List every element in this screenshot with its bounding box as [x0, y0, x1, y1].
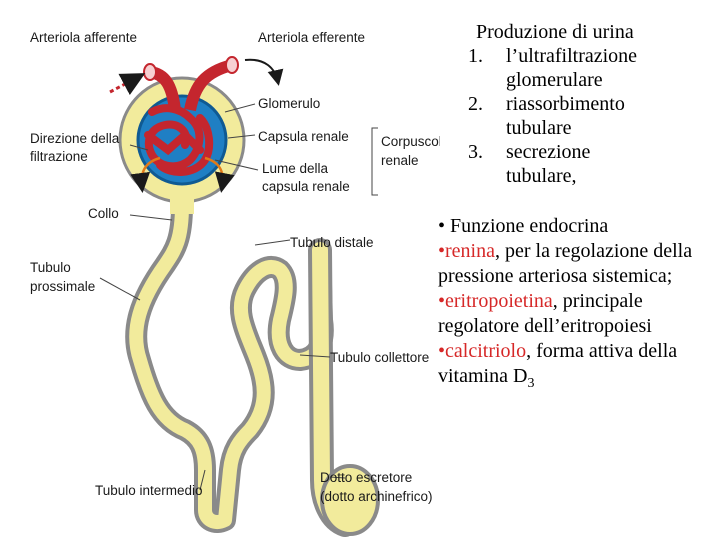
step-item: 3. secrezione tubulare,: [438, 140, 718, 188]
label-direzione-1: Direzione della: [30, 131, 120, 146]
text-panel: Produzione di urina 1. l’ultrafiltrazion…: [438, 20, 718, 391]
glomerulus-capillaries: [144, 104, 214, 176]
nephron-tubule: [125, 194, 380, 537]
step-text-line2: tubulare: [506, 117, 572, 139]
step-item: 2. riassorbimento tubulare: [438, 92, 718, 140]
step-item: 1. l’ultrafiltrazione glomerulare: [438, 44, 718, 92]
label-lume-1: Lume della: [262, 161, 329, 176]
endocrine-heading: • Funzione endocrina: [438, 215, 609, 237]
filtration-arrows: [130, 156, 235, 193]
step-text-line1: secrezione: [506, 141, 591, 163]
label-collo: Collo: [88, 206, 119, 221]
label-arteriola-afferente: Arteriola afferente: [30, 30, 137, 45]
step-number: 1.: [468, 45, 483, 67]
hormone-description: , per la regolazione della pressione art…: [438, 240, 693, 287]
label-lume-2: capsula renale: [262, 179, 350, 194]
step-text-line1: l’ultrafiltrazione: [506, 45, 638, 67]
diagram-labels: Arteriola afferente Arteriola efferente …: [30, 30, 440, 504]
label-tubulo-prossimale-2: prossimale: [30, 279, 95, 294]
hormone-name: eritropoietina: [445, 290, 553, 312]
label-dotto-2: (dotto archinefrico): [320, 489, 433, 504]
hormone-description: , forma attiva della vitamina D: [438, 340, 678, 387]
endocrine-section: • Funzione endocrina •renina, per la reg…: [438, 214, 718, 391]
nephron-diagram: Arteriola afferente Arteriola efferente …: [30, 30, 440, 537]
label-glomerulo: Glomerulo: [258, 96, 320, 111]
label-tubulo-prossimale-1: Tubulo: [30, 260, 71, 275]
label-capsula-renale: Capsula renale: [258, 129, 349, 144]
hormone-name: renina: [445, 240, 495, 262]
arterioles: [109, 56, 284, 112]
label-tubulo-distale: Tubulo distale: [290, 235, 374, 250]
endocrine-item-calcitriolo: •calcitriolo, forma attiva della vitamin…: [438, 339, 718, 391]
endocrine-item-eritropoietina: •eritropoietina, principale regolatore d…: [438, 289, 718, 339]
label-corpuscolo-2: renale: [381, 153, 419, 168]
hormone-name: calcitriolo: [445, 340, 527, 362]
step-number: 2.: [468, 93, 483, 115]
hormone-description: , principale regolatore dell’eritropoies…: [438, 290, 652, 337]
step-text-line2: tubulare,: [506, 165, 577, 187]
step-text-line2: glomerulare: [506, 69, 603, 91]
label-arteriola-efferente: Arteriola efferente: [258, 30, 365, 45]
urine-steps-list: 1. l’ultrafiltrazione glomerulare 2. ria…: [438, 44, 718, 188]
renal-corpuscle: [118, 76, 246, 214]
label-tubulo-collettore: Tubulo collettore: [330, 350, 429, 365]
step-number: 3.: [468, 141, 483, 163]
endocrine-item-renina: •renina, per la regolazione della pressi…: [438, 239, 718, 289]
leader-lines: [99, 103, 378, 491]
bullet: •: [438, 290, 446, 312]
bullet: •: [438, 340, 446, 362]
bullet: •: [438, 240, 446, 262]
label-tubulo-intermedio: Tubulo intermedio: [95, 483, 203, 498]
subscript: 3: [527, 376, 535, 391]
label-direzione-2: filtrazione: [30, 149, 88, 164]
label-corpuscolo-1: Corpuscolo: [381, 134, 440, 149]
step-text-line1: riassorbimento: [506, 93, 625, 115]
label-dotto-1: Dotto escretore: [320, 470, 412, 485]
urine-production-title: Produzione di urina: [476, 21, 634, 43]
